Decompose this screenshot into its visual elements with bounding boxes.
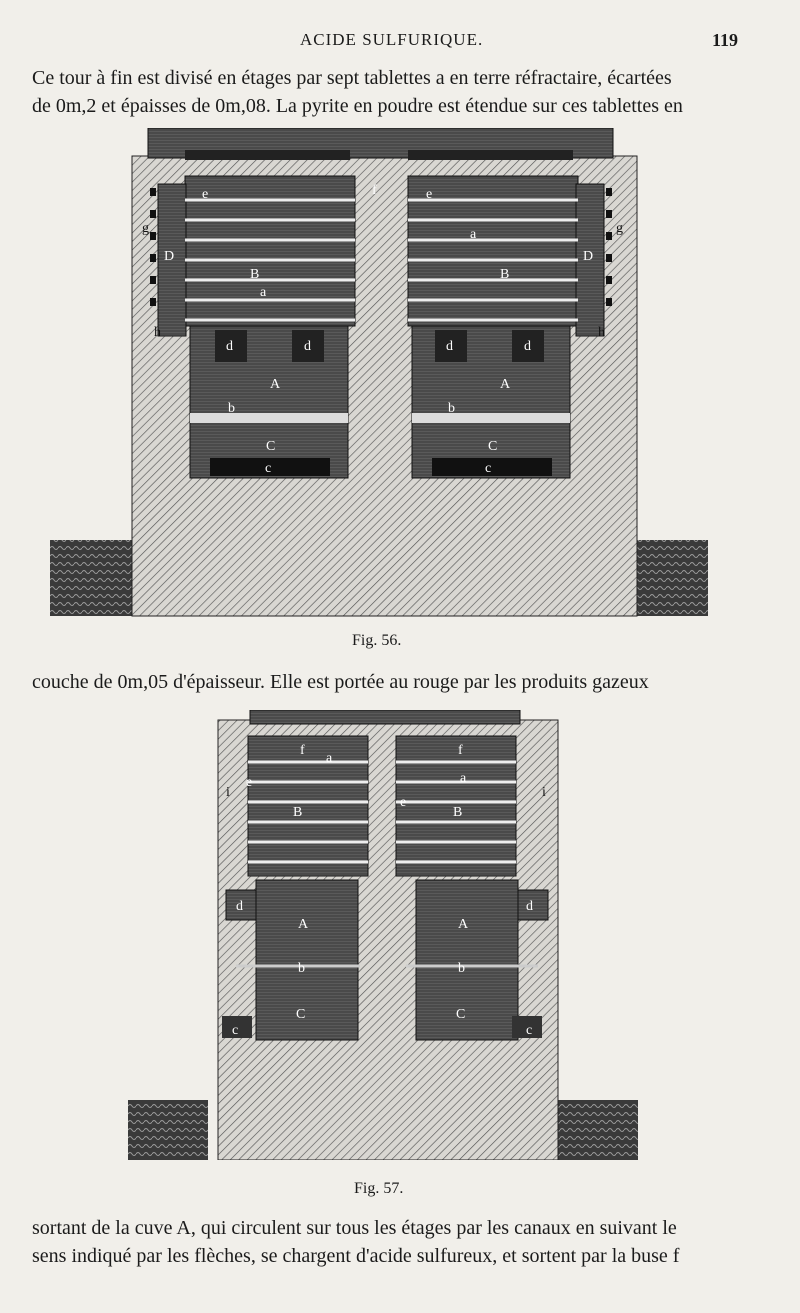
label-b-left: b [298,961,305,976]
running-header-title: ACIDE SULFURIQUE. [300,30,484,49]
label-d-right2: d [524,339,531,354]
paragraph-line: sens indiqué par les flèches, se chargen… [32,1245,680,1267]
page-number: 119 [712,30,739,50]
label-d-right: d [526,899,533,914]
label-e-left: e [202,187,208,202]
label-A-right: A [458,917,469,932]
label-g-left: g [142,221,149,236]
label-a-left: a [326,751,333,766]
label-d-left1: d [226,339,233,354]
label-A-right: A [500,377,511,392]
label-a-right: a [460,771,467,786]
paragraph-line: sortant de la cuve A, qui circulent sur … [32,1217,677,1239]
label-B-left: B [293,805,302,820]
paragraph-line: de 0m,2 et épaisses de 0m,08. La pyrite … [32,95,683,117]
label-A-left: A [298,917,309,932]
label-b-left: b [228,401,235,416]
paragraph-line: Ce tour à fin est divisé en étages par s… [32,67,672,89]
label-g-right: g [616,221,623,236]
label-c-left: c [232,1023,238,1038]
label-c-right: c [485,461,491,476]
label-e-right: e [426,187,432,202]
label-C-right: C [488,439,497,454]
label-e-right: e [400,795,406,810]
label-B-right: B [453,805,462,820]
paragraph-line: couche de 0m,05 d'épaisseur. Elle est po… [32,671,649,693]
label-C-left: C [266,439,275,454]
label-D-left: D [164,249,174,264]
label-C-right: C [456,1007,465,1022]
label-d-left: d [236,899,243,914]
label-a-right: a [470,227,477,242]
label-h-left: h [154,325,161,340]
label-b-right: b [458,961,465,976]
label-c-right: c [526,1023,532,1038]
label-A-left: A [270,377,281,392]
label-a-left: a [260,285,267,300]
label-f-right: f [458,743,463,758]
label-d-right1: d [446,339,453,354]
label-f: f [372,183,377,198]
label-B-right: B [500,267,509,282]
figure-56-caption: Fig. 56. [352,632,402,649]
label-i-right: i [542,785,546,800]
label-c-left: c [265,461,271,476]
label-d-left2: d [304,339,311,354]
label-e-left: e [246,775,252,790]
label-i-left: i [226,785,230,800]
label-h-right: h [598,325,605,340]
figure-56-drawing: A A B B C C D D a a b b c c d d d d e e … [50,128,708,617]
figure-57-drawing: A A B B C C a a b b c c d d e e f f i i [128,710,638,1160]
figure-56: A A B B C C D D a a b b c c d d d d e e … [50,128,740,618]
figure-57-caption: Fig. 57. [354,1180,404,1197]
label-C-left: C [296,1007,305,1022]
label-f-left: f [300,743,305,758]
label-D-right: D [583,249,593,264]
label-B-left: B [250,267,259,282]
label-b-right: b [448,401,455,416]
figure-57: A A B B C C a a b b c c d d e e f f i i [128,710,638,1160]
